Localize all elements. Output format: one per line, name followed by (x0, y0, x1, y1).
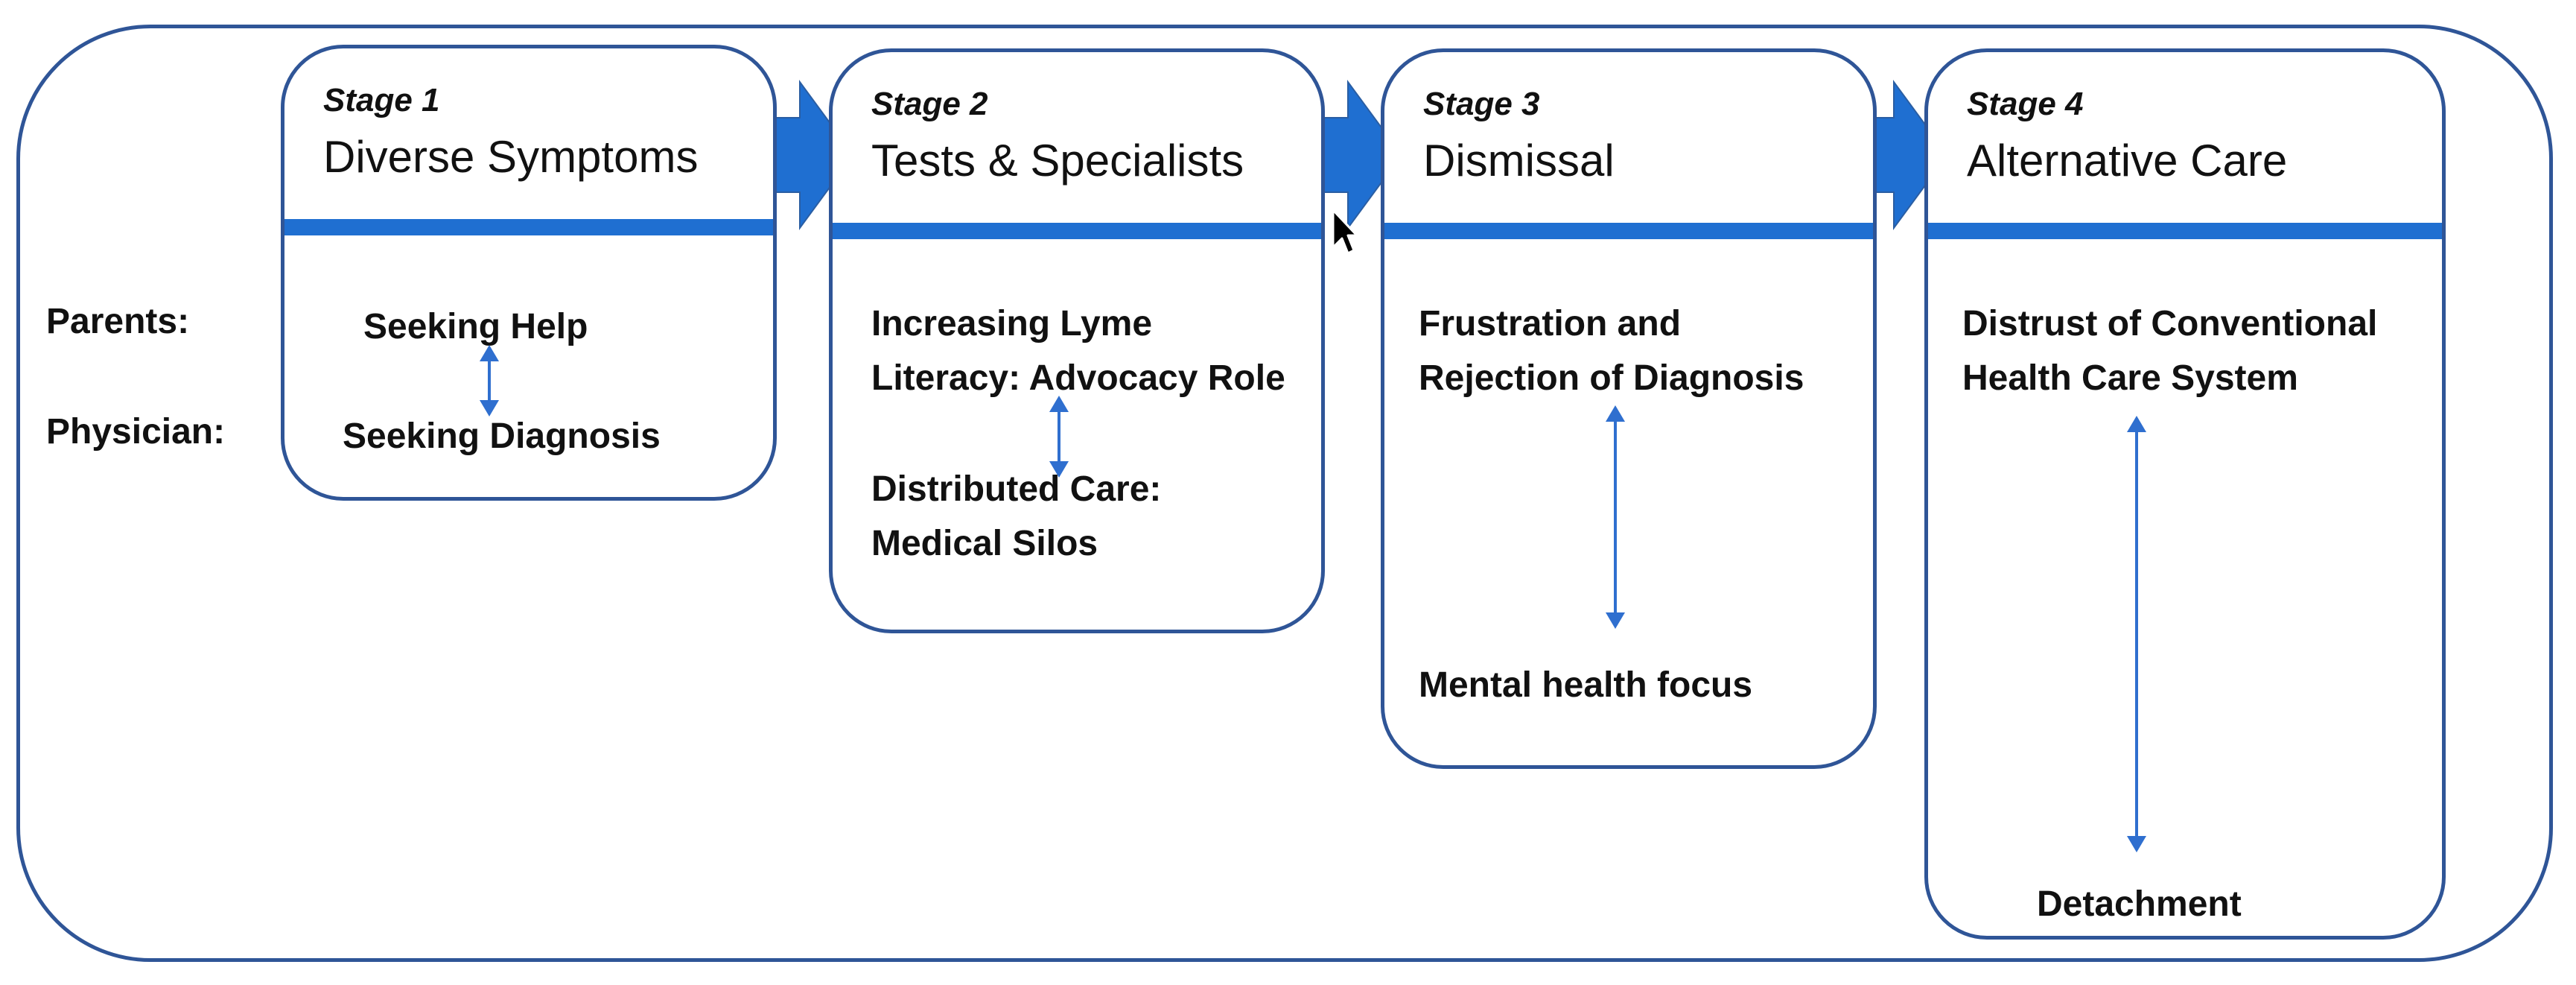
stage-2-card: Stage 2 Tests & Specialists Increasing L… (829, 48, 1325, 633)
stage-3-label: Stage 3 (1423, 86, 1540, 122)
stage-3-double-arrow-icon (1606, 405, 1625, 629)
stage-2-double-arrow-icon (1049, 396, 1069, 478)
stage-4-divider (1928, 223, 2442, 239)
stage-1-physician-line-1: Seeking Diagnosis (343, 417, 661, 456)
stage-3-title: Dismissal (1423, 136, 1615, 186)
stage-4-parents-line-2: Health Care System (1962, 358, 2298, 398)
stage-1-title: Diverse Symptoms (323, 132, 699, 182)
stage-2-parents-text: Increasing Lyme Literacy: Advocacy Role (871, 297, 1285, 405)
stage-4-physician-line-1: Detachment (2037, 884, 2242, 924)
stage-2-title: Tests & Specialists (871, 136, 1244, 186)
stage-3-parents-line-2: Rejection of Diagnosis (1419, 358, 1804, 398)
stage-2-physician-line-2: Medical Silos (871, 524, 1098, 563)
outer-frame (16, 25, 2553, 962)
stage-3-divider (1384, 223, 1873, 239)
stage-3-parents-text: Frustration and Rejection of Diagnosis (1419, 297, 1804, 405)
parents-row-label: Parents: (46, 302, 190, 341)
physician-row-label: Physician: (46, 412, 226, 452)
stage-1-physician-text: Seeking Diagnosis (343, 409, 661, 463)
stage-2-parents-line-1: Increasing Lyme (871, 304, 1153, 343)
stage-3-physician-line-1: Mental health focus (1419, 665, 1753, 705)
stage-4-parents-line-1: Distrust of Conventional (1962, 304, 2378, 343)
stage-2-parents-line-2: Literacy: Advocacy Role (871, 358, 1285, 398)
stage-3-card: Stage 3 Dismissal Frustration and Reject… (1381, 48, 1877, 769)
stage-1-parents-line-1: Seeking Help (363, 307, 588, 346)
stage-3-physician-text: Mental health focus (1419, 658, 1752, 712)
stage-2-physician-line-1: Distributed Care: (871, 469, 1162, 509)
stage-4-double-arrow-icon (2127, 416, 2146, 852)
stage-1-parents-text: Seeking Help (363, 300, 588, 354)
stage-1-card: Stage 1 Diverse Symptoms Seeking Help Se… (281, 45, 777, 501)
stage-3-parents-line-1: Frustration and (1419, 304, 1682, 343)
stage-1-label: Stage 1 (323, 82, 440, 118)
stage-2-physician-text: Distributed Care: Medical Silos (871, 462, 1161, 571)
stage-1-divider (284, 219, 773, 235)
stage-4-parents-text: Distrust of Conventional Health Care Sys… (1962, 297, 2377, 405)
stage-4-title: Alternative Care (1967, 136, 2288, 186)
mouse-pointer-icon (1332, 209, 1357, 255)
stage-2-label: Stage 2 (871, 86, 988, 122)
stage-2-divider (833, 223, 1321, 239)
stage-1-double-arrow-icon (480, 345, 499, 417)
stage-4-label: Stage 4 (1967, 86, 2084, 122)
stage-4-physician-text: Detachment (2037, 877, 2242, 931)
stage-4-card: Stage 4 Alternative Care Distrust of Con… (1924, 48, 2446, 940)
